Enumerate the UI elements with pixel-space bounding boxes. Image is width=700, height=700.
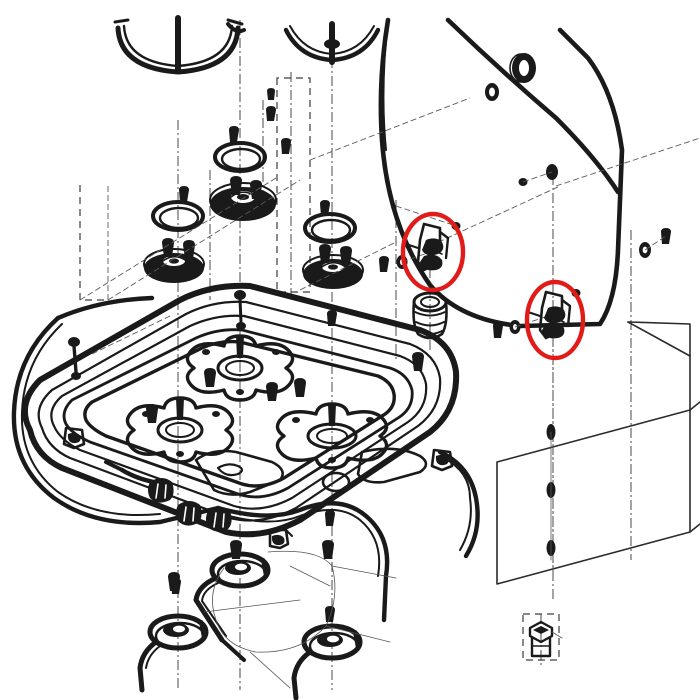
fastener bbox=[250, 180, 262, 199]
burner-box-shroud bbox=[203, 550, 397, 689]
rubber-grommet bbox=[412, 291, 448, 340]
trim-ring-rear-center bbox=[213, 141, 267, 173]
fastener bbox=[146, 404, 158, 423]
fasteners bbox=[68, 88, 671, 622]
hex-fitting-inset bbox=[528, 620, 563, 658]
seal-ring-small bbox=[485, 83, 499, 101]
burner-trim-rings bbox=[151, 141, 357, 244]
fastener bbox=[281, 138, 291, 154]
burner-heads bbox=[137, 551, 363, 700]
fastener bbox=[320, 200, 330, 216]
igniter-bracket-left bbox=[62, 426, 86, 450]
burner-head-right bbox=[291, 623, 363, 700]
fastener bbox=[266, 106, 276, 121]
fastener bbox=[322, 540, 334, 559]
trim-ring-right bbox=[303, 212, 357, 244]
fastener bbox=[325, 510, 335, 526]
fastener bbox=[319, 244, 331, 263]
fastener bbox=[412, 352, 424, 371]
fastener bbox=[325, 606, 335, 622]
burner-head-center bbox=[193, 551, 271, 662]
burner-grates bbox=[113, 15, 381, 75]
control-knob-3 bbox=[206, 507, 232, 532]
trim-ring-left bbox=[151, 200, 205, 232]
burner-head-left bbox=[137, 613, 209, 693]
fastener bbox=[661, 228, 671, 244]
igniter-bracket-center bbox=[268, 528, 293, 550]
heat-shield-panel bbox=[496, 300, 700, 585]
fastener bbox=[162, 238, 174, 257]
grate-right bbox=[283, 21, 381, 65]
main-cooktop-panel bbox=[21, 282, 460, 538]
burner-spider-left bbox=[125, 396, 235, 464]
fastener bbox=[327, 310, 337, 326]
control-knobs bbox=[148, 478, 232, 532]
annotation-ellipse-2[interactable] bbox=[524, 279, 586, 361]
stud-fastener-center bbox=[234, 290, 246, 330]
latch-switch-assembly-upper bbox=[405, 222, 450, 272]
fastener bbox=[229, 126, 239, 142]
fastener bbox=[266, 382, 278, 401]
burner-spider-front bbox=[275, 402, 389, 470]
burner-spider-rear bbox=[185, 334, 295, 402]
fastener bbox=[493, 322, 503, 338]
fastener bbox=[379, 256, 389, 272]
control-knob-1 bbox=[148, 478, 174, 503]
fastener bbox=[267, 88, 275, 100]
fastener bbox=[179, 186, 189, 202]
stud-fastener-left bbox=[68, 337, 81, 380]
control-knob-2 bbox=[176, 501, 202, 526]
fastener bbox=[230, 176, 242, 195]
annotation-ellipse-1[interactable] bbox=[400, 211, 466, 293]
latch-switch-assembly-lower bbox=[527, 290, 572, 340]
fastener bbox=[294, 378, 306, 397]
annotation-layer bbox=[400, 211, 586, 361]
igniter-bracket-right bbox=[430, 448, 454, 472]
seal-ring-large bbox=[509, 53, 536, 83]
fastener bbox=[204, 368, 216, 387]
fastener bbox=[171, 578, 181, 594]
gas-supply-tubing bbox=[11, 295, 480, 623]
burner-cap-rear-center bbox=[209, 182, 277, 221]
grate-left bbox=[113, 15, 246, 75]
fastener bbox=[340, 246, 352, 265]
burner-cap-left bbox=[143, 248, 205, 283]
